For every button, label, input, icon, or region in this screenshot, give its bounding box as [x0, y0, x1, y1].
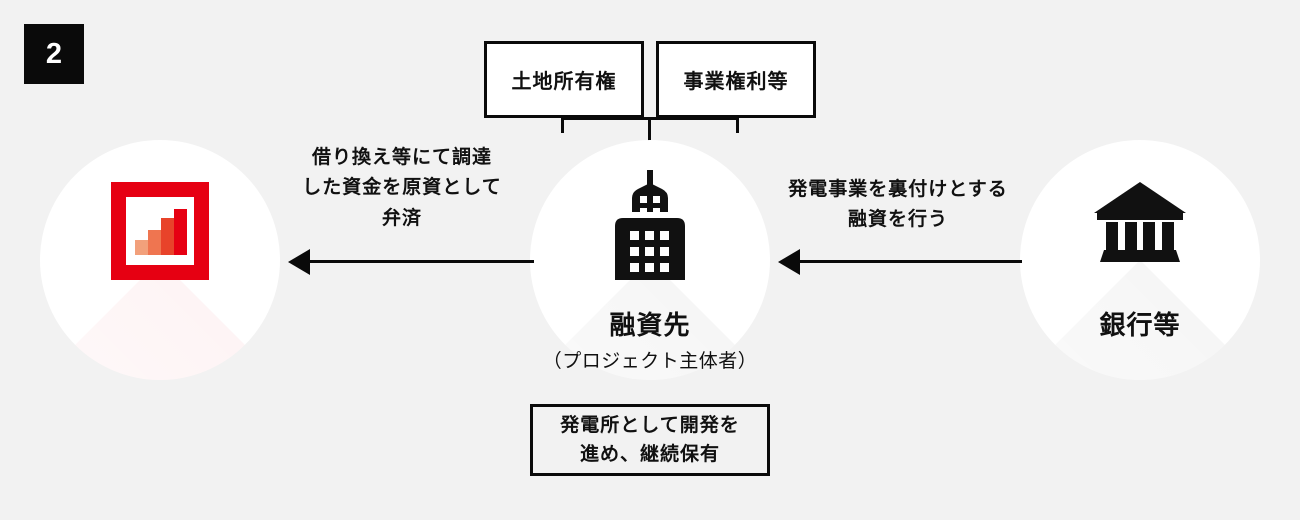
node-title-center: 融資先	[609, 310, 691, 340]
red-bar-chart-icon	[111, 182, 209, 285]
bottom-box-development: 発電所として開発を 進め、継続保有	[530, 404, 770, 476]
node-circle-center	[530, 140, 770, 380]
office-building-icon	[601, 170, 699, 285]
bracket-right-stem	[736, 117, 739, 133]
flow-caption-loan-line1: 発電事業を裏付けとする	[788, 179, 1008, 200]
flow-caption-loan-line2: 融資を行う	[847, 209, 948, 231]
bracket-left-stem	[561, 117, 564, 133]
flow-caption-repayment-line1: 借り換え等にて調達	[311, 147, 492, 168]
top-box-business-rights: 事業権利等	[656, 41, 816, 118]
arrow-shaft-repayment	[306, 260, 534, 263]
top-box-land-ownership-label: 土地所有権	[511, 71, 617, 93]
flow-caption-repayment: 借り換え等にて調達 した資金を原資として 弁済	[262, 143, 542, 234]
arrowhead-repayment-icon	[288, 249, 310, 275]
arrow-loan-left	[778, 249, 1022, 275]
bottom-box-line1: 発電所として開発を	[560, 414, 740, 436]
step-number-badge: 2	[24, 24, 84, 84]
bottom-box-line2: 進め、継続保有	[579, 444, 720, 465]
arrowhead-loan-icon	[778, 249, 800, 275]
node-title-right: 銀行等	[1099, 310, 1181, 340]
node-circle-right	[1020, 140, 1260, 380]
bracket-center-stem	[648, 117, 651, 142]
node-circle-left	[40, 140, 280, 380]
arrow-repayment-left	[288, 249, 534, 275]
top-box-land-ownership: 土地所有権	[484, 41, 644, 118]
flow-caption-repayment-line2: した資金を原資として	[302, 177, 502, 199]
flow-caption-repayment-line3: 弁済	[381, 207, 422, 229]
flow-caption-loan: 発電事業を裏付けとする 融資を行う	[762, 175, 1034, 236]
arrow-shaft-loan	[796, 260, 1022, 263]
bank-icon	[1092, 180, 1188, 269]
top-box-business-rights-label: 事業権利等	[683, 71, 789, 93]
node-subtitle-center: （プロジェクト主体者）	[542, 351, 758, 372]
step-number-text: 2	[45, 37, 63, 70]
